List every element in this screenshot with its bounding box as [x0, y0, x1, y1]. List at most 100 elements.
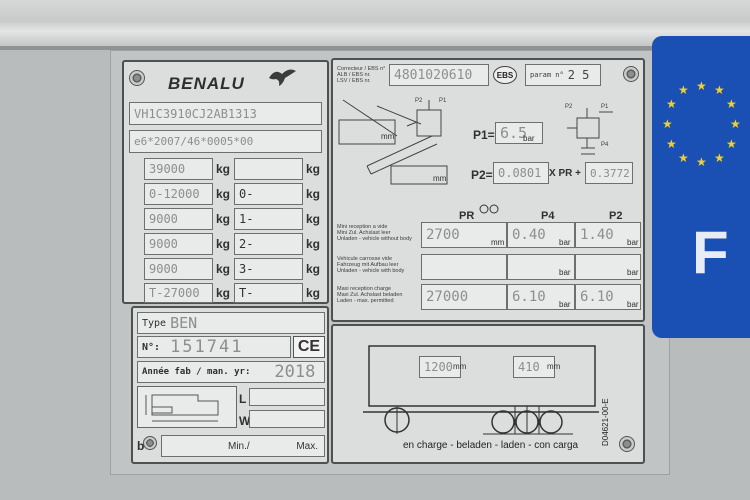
weight-row-0-right	[234, 158, 303, 180]
unit-kg: kg	[306, 187, 321, 201]
bar-unit-2: bar	[559, 300, 571, 309]
axle-symbol-icon	[479, 202, 499, 214]
xpr-label: X PR +	[549, 168, 581, 179]
trailer-diagram	[363, 340, 613, 440]
unit-kg: kg	[216, 212, 231, 226]
weight-row-4: 9000	[144, 258, 213, 280]
col-p4: P4	[541, 210, 555, 222]
mm-label: mm	[453, 362, 467, 371]
steel-rail	[0, 0, 750, 52]
screw-icon	[143, 436, 157, 450]
load-caption: en charge - beladen - laden - con carga	[403, 440, 579, 451]
year-field: Année fab / man. yr: 2018	[137, 361, 325, 383]
unit-kg: kg	[216, 162, 231, 176]
eu-stars-icon: ★ ★ ★ ★ ★ ★ ★ ★ ★ ★ ★ ★	[662, 79, 741, 169]
axle-row-3: 2-	[234, 233, 303, 255]
row-label-0: Mini reception a vide Mini Zul. Achslast…	[337, 224, 412, 242]
p2-value-0: 1.40	[575, 222, 641, 248]
type-field: Type BEN	[137, 312, 325, 334]
ebs-plate: Correcteur / EBS n° ALB / EBS nr. LSV / …	[331, 58, 645, 322]
unit-kg: kg	[306, 262, 321, 276]
weight-row-1: 0-12000	[144, 183, 213, 205]
valve-diagram	[337, 96, 467, 186]
unit-kg: kg	[306, 162, 321, 176]
p4-value-0: 0.40	[507, 222, 575, 248]
p2-arrow-label: P2	[415, 98, 423, 104]
dimension-sketch	[137, 386, 237, 428]
p2-value-1	[575, 254, 641, 280]
unit-kg: kg	[306, 212, 321, 226]
w-field	[249, 410, 325, 428]
col-p2: P2	[609, 210, 623, 222]
bar-label: bar	[523, 134, 535, 143]
screw-icon	[623, 66, 639, 82]
max-label: Max.	[296, 440, 318, 452]
id-plate: Type BEN N°: 151741 CE Année fab / man. …	[131, 306, 329, 464]
brand-logo: BENALU	[168, 74, 245, 93]
axle-row-2: 1-	[234, 208, 303, 230]
country-code: F	[692, 219, 729, 286]
param-value: 2 5	[567, 68, 590, 82]
approval-field: e6*2007/46*0005*00	[129, 130, 322, 153]
vin-field: VH1C3910CJ2AB1313	[129, 102, 322, 125]
reference-code: D04621-00-E	[601, 398, 610, 446]
year-value: 2018	[274, 362, 316, 382]
bar-unit-0b: bar	[627, 238, 639, 247]
number-label: N°:	[142, 341, 161, 353]
pr-value-2: 27000	[421, 284, 507, 310]
row-label-1: Vehicule carrosse vide Fahrzeug mit Aufb…	[337, 256, 405, 274]
load-diagram-plate: 1200 mm 410 mm en charge - beladen - lad…	[331, 324, 645, 464]
eagle-logo-icon	[267, 66, 297, 88]
bar-unit-1b: bar	[627, 268, 639, 277]
screw-icon	[619, 436, 635, 452]
pr-value-0: 2700	[421, 222, 507, 248]
p4-valve-label: P4	[601, 142, 609, 148]
p1-valve-label: P1	[601, 104, 609, 110]
unit-kg: kg	[216, 237, 231, 251]
p2-field: 0.0801	[493, 162, 549, 184]
year-label: Année fab / man. yr:	[142, 367, 251, 377]
axle-row-4: 3-	[234, 258, 303, 280]
weight-row-5: T-27000	[144, 283, 213, 303]
unit-kg-0: mm	[491, 238, 505, 247]
eu-country-badge	[652, 36, 750, 338]
rail-groove	[0, 46, 750, 50]
serial-field: 4801020610	[389, 64, 489, 86]
l-label: L	[239, 392, 247, 406]
bar-unit-1: bar	[559, 268, 571, 277]
min-max-field: Min./ Max.	[161, 435, 325, 457]
weight-row-0: 39000	[144, 158, 213, 180]
col-pr: PR	[459, 210, 475, 222]
unit-kg: kg	[216, 187, 231, 201]
unit-kg: kg	[306, 237, 321, 251]
weight-row-2: 9000	[144, 208, 213, 230]
p2-value-2: 6.10	[575, 284, 641, 310]
p2-label: P2=	[471, 168, 493, 182]
min-label: Min./	[228, 440, 250, 452]
row-label-2: Maxi reception charge Maxi Zul. Achslast…	[337, 286, 403, 304]
ebs-badge: EBS	[493, 66, 517, 84]
param-label: param n°	[530, 71, 564, 79]
pr-value-1	[421, 254, 507, 280]
weight-row-3: 9000	[144, 233, 213, 255]
ce-mark: CE	[293, 336, 325, 358]
bar-unit-2b: bar	[627, 300, 639, 309]
p1-label: P1=	[473, 128, 495, 142]
valve-icon	[567, 104, 617, 160]
p4-value-2: 6.10	[507, 284, 575, 310]
unit-kg: kg	[216, 262, 231, 276]
ebs-header: Correcteur / EBS n° ALB / EBS nr. LSV / …	[337, 66, 386, 84]
dim-a-field: 1200	[419, 356, 461, 378]
mm-label: mm	[547, 362, 561, 371]
w-label: W	[239, 414, 251, 428]
p1-field: 6.5	[495, 122, 543, 144]
screw-icon	[129, 70, 145, 86]
mm-label: mm	[433, 174, 447, 183]
param-field: param n° 2 5	[525, 64, 601, 86]
unit-kg: kg	[306, 286, 321, 300]
p2-valve-label: P2	[565, 104, 573, 110]
type-value: BEN	[170, 314, 198, 332]
number-value: 151741	[170, 337, 244, 357]
number-field: N°: 151741	[137, 336, 291, 358]
xpr-field: 0.3772	[585, 162, 633, 184]
